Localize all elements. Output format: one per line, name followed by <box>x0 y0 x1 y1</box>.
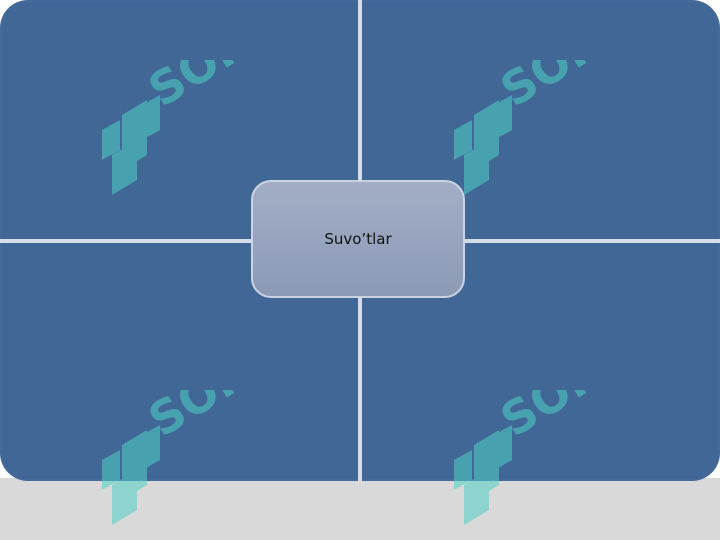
center-node: Suvo’tlar <box>251 180 465 298</box>
center-label: Suvo’tlar <box>324 230 392 248</box>
bottom-band <box>0 478 720 540</box>
